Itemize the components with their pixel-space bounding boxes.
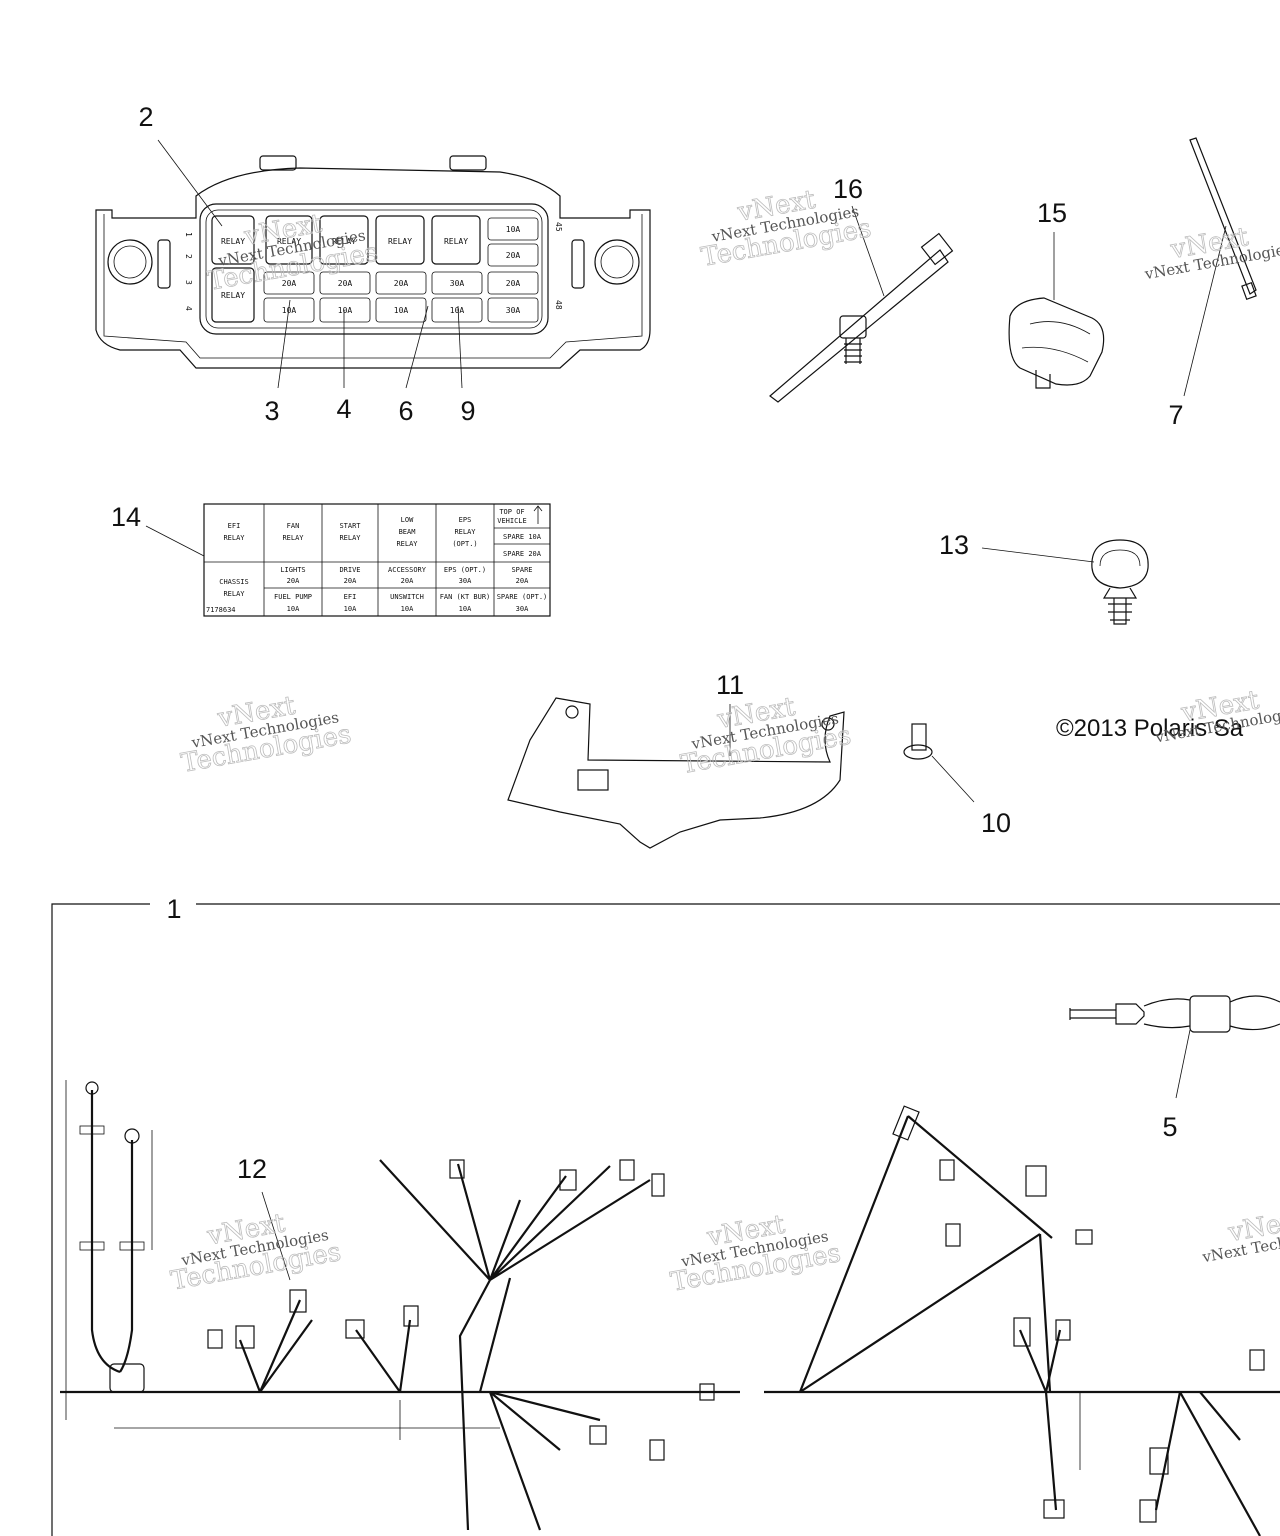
- decal-text: 20A: [401, 577, 414, 585]
- fuse-rating: 20A: [394, 279, 409, 288]
- fuse-rating: 30A: [506, 306, 521, 315]
- decal-text: SPARE 20A: [503, 550, 542, 558]
- callout-5: 5: [1162, 1112, 1177, 1142]
- callout-14: 14: [111, 502, 141, 532]
- decal-text: EFI: [228, 522, 241, 530]
- fuse-rating: 10A: [394, 306, 409, 315]
- decal-text: RELAY: [223, 534, 245, 542]
- callout-2: 2: [138, 102, 153, 132]
- relay-label: RELAY: [444, 237, 468, 246]
- decal-text: FUEL PUMP: [274, 593, 312, 601]
- relay-label: RELAY: [388, 237, 412, 246]
- mounting-bracket-part[interactable]: [507, 697, 845, 849]
- pin-number: 3: [184, 280, 193, 285]
- callout-10: 10: [981, 808, 1011, 838]
- pin-number: 4: [184, 306, 193, 311]
- callout-4: 4: [336, 394, 351, 424]
- decal-text: EFI: [344, 593, 357, 601]
- fuse-rating: 10A: [282, 306, 297, 315]
- main-harness-frame: [51, 903, 1280, 1536]
- decal-text: RELAY: [454, 528, 476, 536]
- wiring-harness-left[interactable]: [60, 1080, 740, 1531]
- pin-number: 1: [184, 232, 193, 237]
- decal-text: 30A: [516, 605, 529, 613]
- decal-text: 20A: [287, 577, 300, 585]
- edge-clip-part[interactable]: [1008, 297, 1105, 389]
- p-clamp-part[interactable]: [1091, 539, 1149, 625]
- decal-text: SPARE: [511, 566, 532, 574]
- fuse-rating: 10A: [338, 306, 353, 315]
- relay-label: RELAY: [277, 237, 301, 246]
- decal-text: SPARE 10A: [503, 533, 542, 541]
- decal-text: 10A: [459, 605, 472, 613]
- decal-text: 20A: [516, 577, 529, 585]
- decal-text: RELAY: [223, 590, 245, 598]
- copyright-text: ©2013 Polaris Sa: [1056, 715, 1244, 742]
- fuse-rating: 30A: [450, 279, 465, 288]
- decal-text: LIGHTS: [280, 566, 305, 574]
- decal-text: UNSWITCH: [390, 593, 424, 601]
- relay-label: RELAY: [332, 237, 356, 246]
- sub-harness-part[interactable]: [1069, 995, 1280, 1033]
- wiring-harness-right[interactable]: [764, 1105, 1280, 1536]
- pin-number: 48: [554, 300, 563, 310]
- callout-11: 11: [716, 670, 744, 700]
- decal-text: CHASSIS: [219, 578, 249, 586]
- callout-12: 12: [237, 1154, 267, 1184]
- decal-text: VEHICLE: [497, 517, 527, 525]
- decal-text: 10A: [401, 605, 414, 613]
- callout-16: 16: [833, 174, 863, 204]
- decal-text: SPARE (OPT.): [497, 593, 548, 601]
- decal-text: START: [339, 522, 361, 530]
- relay-label: RELAY: [221, 291, 245, 300]
- decal-text: BEAM: [399, 528, 416, 536]
- decal-text: TOP OF: [499, 508, 524, 516]
- relay-label: RELAY: [221, 237, 245, 246]
- decal-text: ACCESSORY: [388, 566, 427, 574]
- decal-text: (OPT.): [452, 540, 477, 548]
- decal-text: 30A: [459, 577, 472, 585]
- decal-text: LOW: [401, 516, 414, 524]
- fuse-rating: 20A: [338, 279, 353, 288]
- fuse-rating: 20A: [506, 251, 521, 260]
- decal-text: RELAY: [396, 540, 418, 548]
- callout-7: 7: [1168, 400, 1183, 430]
- decal-text: EPS (OPT.): [444, 566, 486, 574]
- decal-text: RELAY: [282, 534, 304, 542]
- fuse-rating: 10A: [506, 225, 521, 234]
- fuse-rating: 10A: [450, 306, 465, 315]
- decal-text: 20A: [344, 577, 357, 585]
- callout-9: 9: [460, 396, 475, 426]
- callout-15: 15: [1037, 198, 1067, 228]
- pin-number: 2: [184, 254, 193, 259]
- fuse-box[interactable]: RELAY RELAY RELAY RELAY RELAY RELAY 20A …: [95, 155, 651, 369]
- callout-1: 1: [166, 894, 181, 924]
- callout-6: 6: [398, 396, 413, 426]
- fuse-rating: 20A: [282, 279, 297, 288]
- decal-text: DRIVE: [339, 566, 360, 574]
- decal-text: EPS: [459, 516, 472, 524]
- decal-text: 10A: [344, 605, 357, 613]
- pin-number: 45: [554, 222, 563, 232]
- fuse-label-decal[interactable]: EFI RELAY FAN RELAY START RELAY LOW BEAM…: [203, 503, 551, 617]
- decal-text: 10A: [287, 605, 300, 613]
- callout-13: 13: [939, 530, 969, 560]
- fuse-rating: 20A: [506, 279, 521, 288]
- cable-tie-part[interactable]: [769, 232, 954, 403]
- decal-part-number: 7178634: [206, 606, 236, 614]
- decal-text: FAN (KT BUR): [440, 593, 491, 601]
- decal-text: FAN: [287, 522, 300, 530]
- decal-text: RELAY: [339, 534, 361, 542]
- push-rivet-part[interactable]: [903, 723, 933, 760]
- callout-3: 3: [264, 396, 279, 426]
- long-cable-tie-part[interactable]: [1189, 137, 1257, 301]
